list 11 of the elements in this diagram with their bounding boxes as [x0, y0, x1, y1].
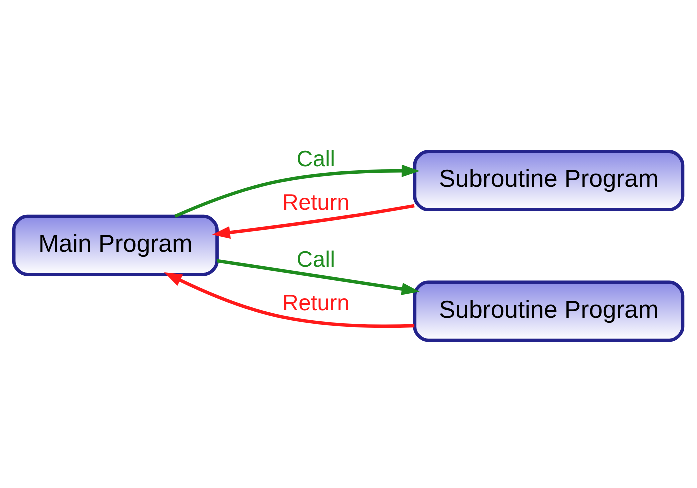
arrow: [212, 204, 415, 238]
edge-label: Return: [282, 290, 350, 315]
node-box: Subroutine Program: [413, 150, 685, 212]
node-box: Subroutine Program: [413, 280, 685, 342]
edge-label: Return: [282, 189, 350, 214]
node-box: Main Program: [12, 214, 219, 276]
arrow: [217, 258, 420, 295]
arrow: [164, 272, 415, 328]
edge-label: Call: [296, 246, 336, 272]
edge-label: Call: [296, 146, 336, 171]
arrow: [174, 164, 420, 218]
